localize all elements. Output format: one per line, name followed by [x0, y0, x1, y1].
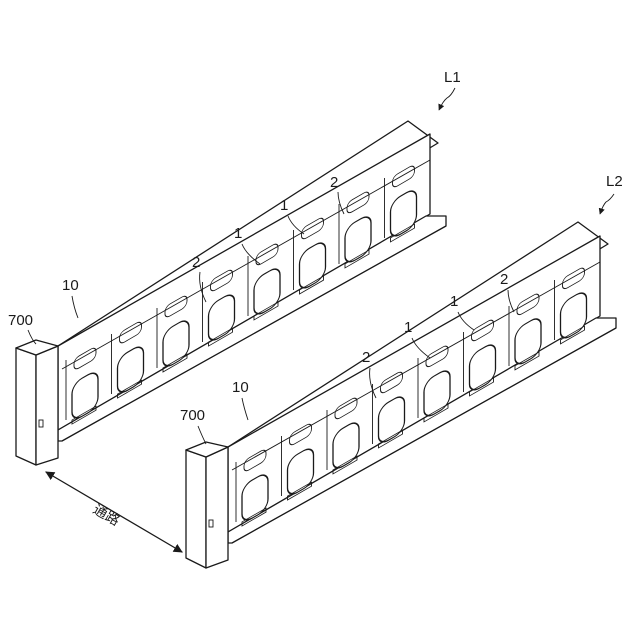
- l2-end-cabinet: [186, 442, 228, 568]
- label-700-l2: 700: [180, 407, 205, 424]
- label-10-l2: 10: [232, 379, 249, 396]
- label-10-l1: 10: [62, 277, 79, 294]
- aisle-label: 通路: [90, 502, 122, 530]
- label-1-l2-left: 1: [404, 319, 412, 336]
- label-700-l1: 700: [8, 312, 33, 329]
- label-2-l1-right: 2: [330, 174, 338, 191]
- label-2-l2-right: 2: [500, 271, 508, 288]
- label-1-l2-right: 1: [450, 293, 458, 310]
- label-2-l1-left: 2: [192, 254, 200, 271]
- label-l1: L1: [444, 69, 461, 86]
- l1-end-cabinet: [16, 340, 58, 465]
- label-l2: L2: [606, 173, 623, 190]
- label-1-l1-right: 1: [280, 197, 288, 214]
- label-2-l2-left: 2: [362, 349, 370, 366]
- label-1-l1-left: 1: [234, 225, 242, 242]
